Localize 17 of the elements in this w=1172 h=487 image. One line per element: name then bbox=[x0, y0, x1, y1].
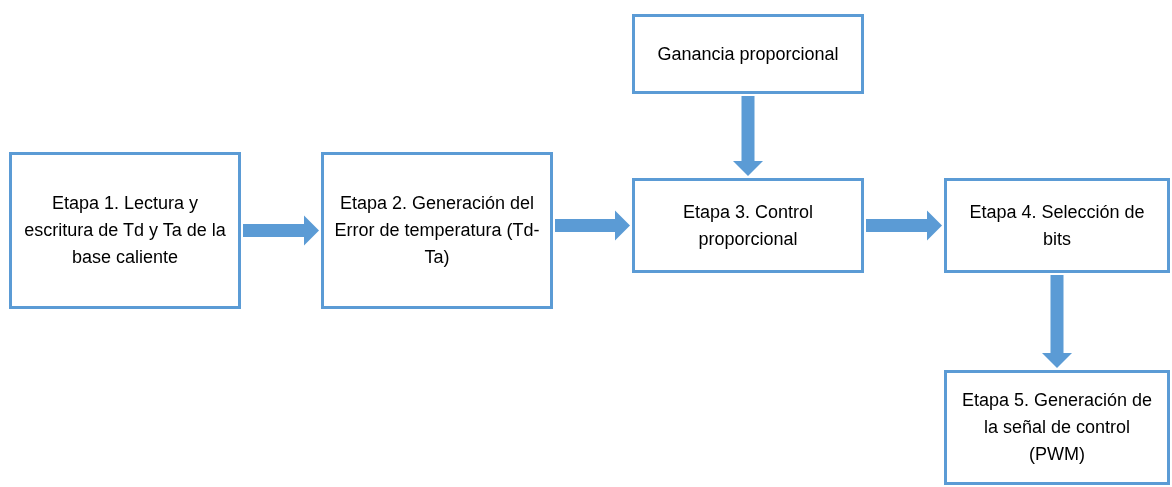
process-box bbox=[944, 370, 1170, 485]
block-arrow bbox=[733, 96, 763, 176]
block-arrow bbox=[866, 210, 942, 241]
box-label: Etapa 3. Control proporcional bbox=[681, 200, 815, 251]
process-box bbox=[9, 152, 241, 309]
process-box bbox=[944, 178, 1170, 273]
block-arrow bbox=[1042, 275, 1072, 368]
process-box bbox=[632, 14, 864, 94]
box-label: Etapa 5. Generación de la señal de control (PWM) bbox=[960, 389, 1154, 466]
process-box bbox=[632, 178, 864, 273]
box-label: Etapa 2. Generación del Error de temperatura (Td-Ta) bbox=[333, 192, 541, 269]
box-label: Etapa 1. Lectura y escritura de Td y Ta de la base caliente bbox=[23, 192, 227, 269]
box-label: Ganancia proporcional bbox=[657, 42, 839, 66]
block-arrow bbox=[555, 210, 630, 241]
box-label: Etapa 4. Selección de bits bbox=[968, 200, 1146, 251]
block-arrow bbox=[243, 215, 319, 246]
process-box bbox=[321, 152, 553, 309]
